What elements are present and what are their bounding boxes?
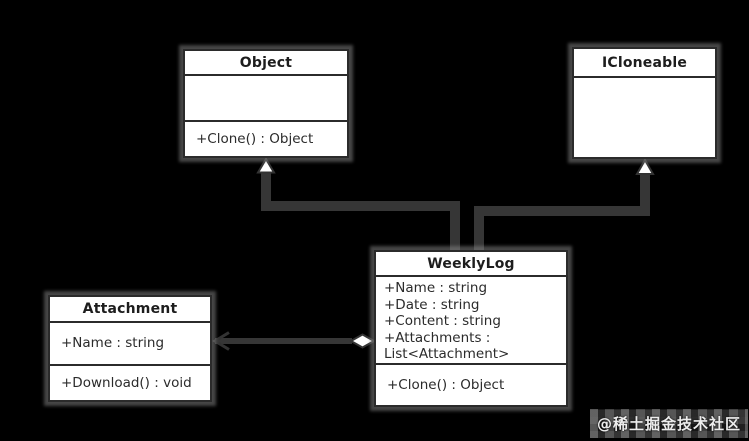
method-line: +Clone() : Object xyxy=(196,130,314,147)
class-title-icloneable: ICloneable xyxy=(574,49,715,78)
class-title-attachment: Attachment xyxy=(50,297,210,323)
method-line: +Clone() : Object xyxy=(387,376,505,393)
method-line: +Download() : void xyxy=(61,374,192,391)
attribute-line: +Name : string xyxy=(61,335,165,352)
attributes-section-object-empty xyxy=(185,76,347,122)
class-title-weeklylog: WeeklyLog xyxy=(376,252,566,277)
connector-icloneable-stub xyxy=(474,206,484,250)
class-box-weeklylog: WeeklyLog +Name : string +Date : string … xyxy=(374,250,568,407)
connector-object-vertical xyxy=(261,171,271,206)
class-box-attachment: Attachment +Name : string +Download() : … xyxy=(48,295,212,402)
watermark: @稀土掘金技术社区 xyxy=(590,409,748,438)
attributes-section-weeklylog: +Name : string +Date : string +Content :… xyxy=(376,277,566,365)
methods-section-weeklylog: +Clone() : Object xyxy=(376,365,566,405)
attribute-line: +Name : string xyxy=(384,280,488,296)
hollow-triangle-icon-icloneable xyxy=(635,157,655,175)
methods-section-attachment: +Download() : void xyxy=(50,366,210,400)
class-box-icloneable: ICloneable xyxy=(572,47,717,159)
connector-object-stub xyxy=(450,201,460,250)
open-arrow-icon-attachment xyxy=(212,331,230,351)
attribute-line: +Attachments : xyxy=(384,329,491,346)
connector-object-horizontal xyxy=(261,201,460,211)
class-box-object: Object +Clone() : Object xyxy=(183,49,349,158)
body-section-icloneable-empty xyxy=(574,78,715,157)
connector-icloneable-vertical xyxy=(640,173,650,211)
attribute-line: +Content : string xyxy=(384,313,501,329)
hollow-triangle-icon-object xyxy=(256,157,276,174)
attribute-line: +Date : string xyxy=(384,296,480,313)
methods-section-object: +Clone() : Object xyxy=(185,122,347,156)
connector-aggregation-line xyxy=(215,338,352,344)
hollow-diamond-icon-weeklylog xyxy=(348,333,377,349)
class-title-object: Object xyxy=(185,51,347,76)
attributes-section-attachment: +Name : string xyxy=(50,323,210,366)
connector-icloneable-horizontal xyxy=(474,206,650,216)
attribute-line-continuation: List<Attachment> xyxy=(384,346,510,362)
